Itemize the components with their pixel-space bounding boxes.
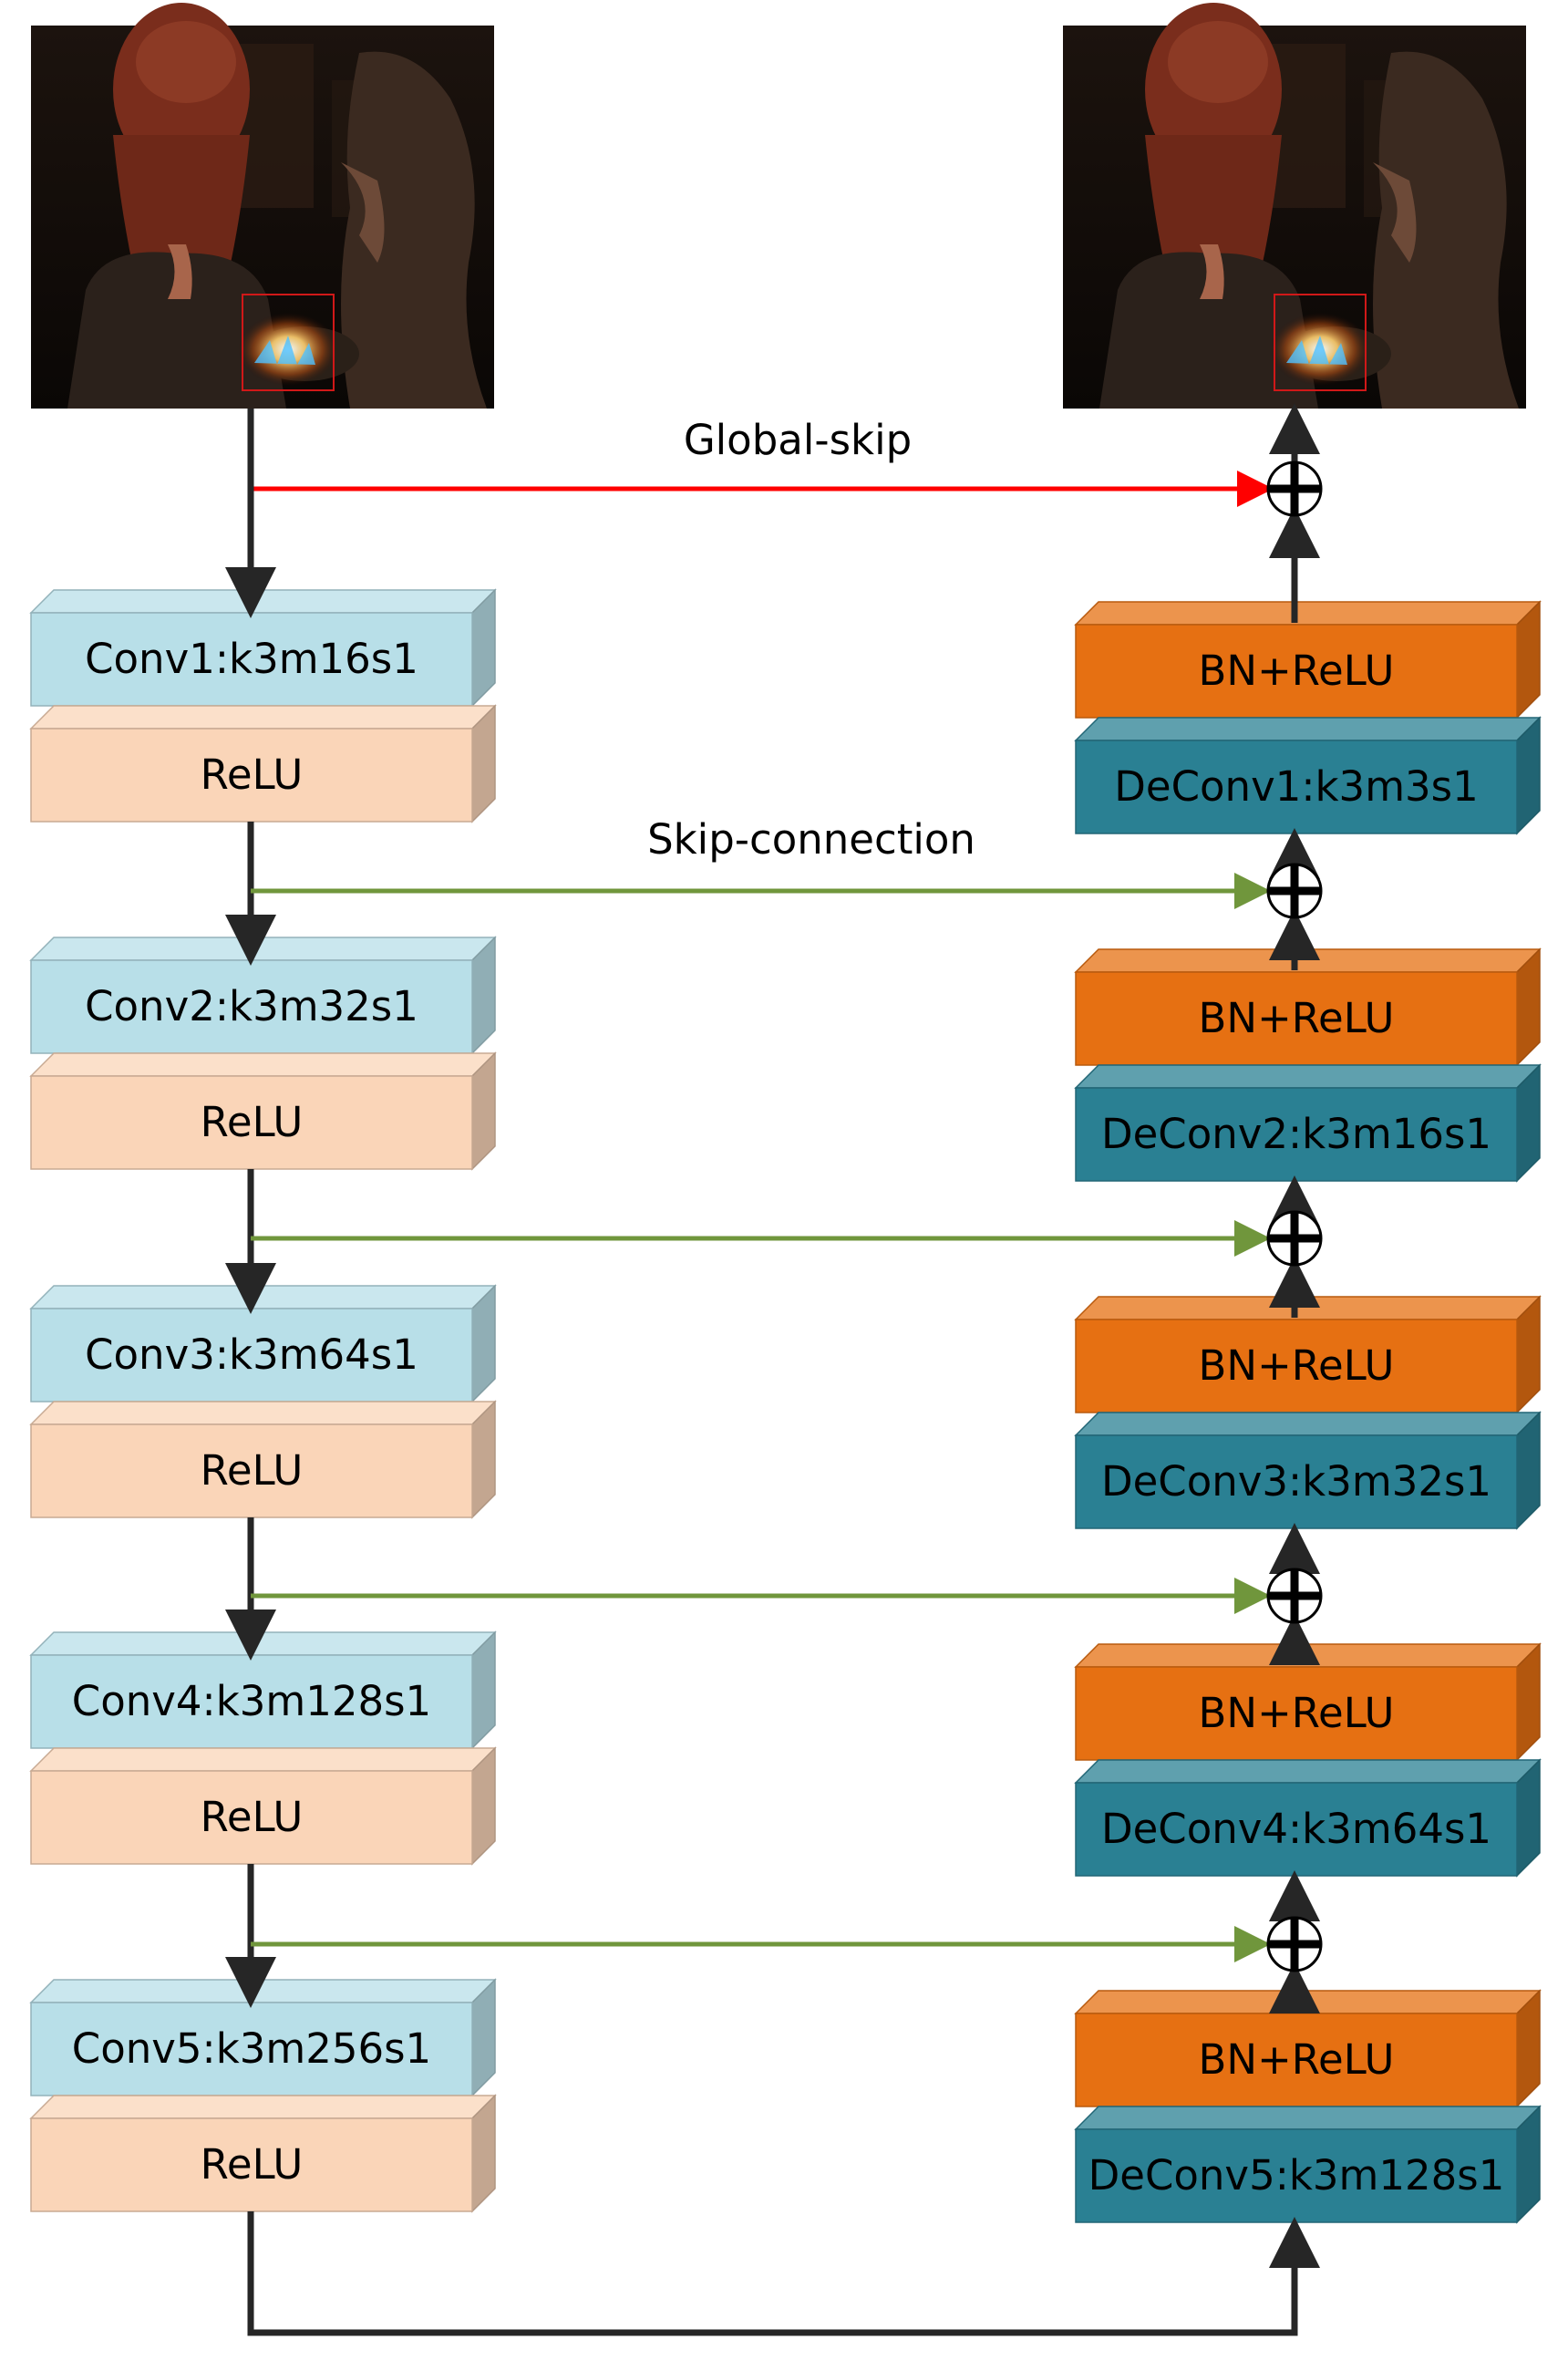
bn-relu3-block-label: BN+ReLU <box>1199 1341 1395 1390</box>
relu5-block-label: ReLU <box>201 2140 304 2189</box>
deconv1-block: DeConv1:k3m3s1 <box>1074 716 1542 835</box>
add-node-1 <box>1266 461 1323 517</box>
bn-relu2-block-label: BN+ReLU <box>1199 994 1395 1042</box>
deconv5-block-label: DeConv5:k3m128s1 <box>1088 2151 1505 2200</box>
conv1-block: Conv1:k3m16s1 <box>29 588 497 708</box>
bn-relu5-block-label: BN+ReLU <box>1199 2035 1395 2084</box>
deconv5-block: DeConv5:k3m128s1 <box>1074 2105 1542 2224</box>
deconv2-block-label: DeConv2:k3m16s1 <box>1101 1110 1491 1158</box>
bn-relu3-block: BN+ReLU <box>1074 1295 1542 1414</box>
relu1-block-label: ReLU <box>201 750 304 799</box>
deconv3-block: DeConv3:k3m32s1 <box>1074 1411 1542 1530</box>
connections <box>225 403 1323 2336</box>
conv5-block: Conv5:k3m256s1 <box>29 1978 497 2097</box>
input-image <box>30 2 495 409</box>
decoder-column: BN+ReLUDeConv1:k3m3s1BN+ReLUDeConv2:k3m1… <box>1074 600 1542 2224</box>
relu2-block-label: ReLU <box>201 1098 304 1146</box>
bn-relu1-block-label: BN+ReLU <box>1199 647 1395 695</box>
relu4-block-label: ReLU <box>201 1793 304 1841</box>
conv4-block-label: Conv4:k3m128s1 <box>72 1677 431 1725</box>
output-image <box>1062 2 1527 409</box>
conv2-block-label: Conv2:k3m32s1 <box>85 982 418 1030</box>
add-node-2 <box>1266 863 1323 919</box>
add-node-4 <box>1266 1568 1323 1624</box>
encoder-column: Conv1:k3m16s1ReLUConv2:k3m32s1ReLUConv3:… <box>29 588 497 2213</box>
bn-relu5-block: BN+ReLU <box>1074 1989 1542 2108</box>
global-skip-label: Global-skip <box>684 416 912 464</box>
bn-relu4-block: BN+ReLU <box>1074 1642 1542 1762</box>
relu4-block: ReLU <box>29 1746 497 1866</box>
skip-connection-label: Skip-connection <box>647 815 975 864</box>
bn-relu2-block: BN+ReLU <box>1074 947 1542 1067</box>
relu1-block: ReLU <box>29 704 497 823</box>
bottleneck-arrow <box>247 2211 1320 2336</box>
relu2-block: ReLU <box>29 1051 497 1171</box>
conv5-block-label: Conv5:k3m256s1 <box>72 2024 431 2073</box>
relu3-block: ReLU <box>29 1400 497 1519</box>
add-node-3 <box>1266 1210 1323 1267</box>
bn-relu4-block-label: BN+ReLU <box>1199 1689 1395 1737</box>
deconv4-block: DeConv4:k3m64s1 <box>1074 1758 1542 1878</box>
conv3-block: Conv3:k3m64s1 <box>29 1284 497 1403</box>
deconv2-block: DeConv2:k3m16s1 <box>1074 1063 1542 1183</box>
relu5-block: ReLU <box>29 2094 497 2213</box>
relu3-block-label: ReLU <box>201 1446 304 1495</box>
deconv4-block-label: DeConv4:k3m64s1 <box>1101 1805 1491 1853</box>
conv1-block-label: Conv1:k3m16s1 <box>85 635 418 683</box>
conv3-block-label: Conv3:k3m64s1 <box>85 1330 418 1379</box>
deconv1-block-label: DeConv1:k3m3s1 <box>1114 762 1478 811</box>
add-node-5 <box>1266 1916 1323 1972</box>
conv2-block: Conv2:k3m32s1 <box>29 936 497 1055</box>
bn-relu1-block: BN+ReLU <box>1074 600 1542 719</box>
deconv3-block-label: DeConv3:k3m32s1 <box>1101 1457 1491 1506</box>
conv4-block: Conv4:k3m128s1 <box>29 1630 497 1750</box>
